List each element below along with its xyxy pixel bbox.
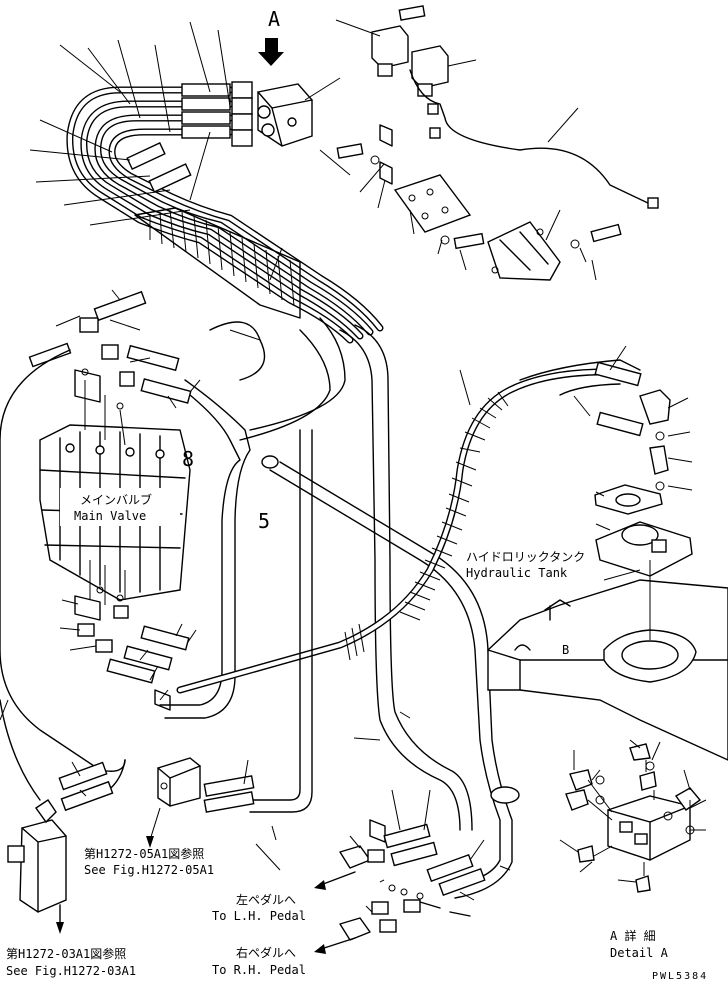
top-hose-bundle bbox=[66, 86, 384, 344]
hydraulic-tank-label-ja: ハイドロリックタンク bbox=[466, 550, 585, 564]
main-valve bbox=[39, 424, 191, 601]
top-fittings bbox=[126, 81, 253, 193]
lh-pedal-en: To L.H. Pedal bbox=[212, 909, 306, 923]
solenoid-valves bbox=[371, 5, 659, 209]
drawing-code: PWL5384 bbox=[652, 971, 708, 982]
callout-leaders bbox=[0, 19, 707, 913]
main-valve-label-ja: メインバルブ bbox=[80, 492, 152, 507]
detail-a-label-en: Detail A bbox=[610, 946, 669, 960]
detail-a-block bbox=[565, 743, 702, 893]
view-marker-a: A bbox=[258, 7, 284, 66]
ref-05a1-ja: 第H1272-05A1図参照 bbox=[84, 846, 204, 861]
hydraulic-tank-label-en: Hydraulic Tank bbox=[466, 566, 568, 580]
hydraulic-tank: B bbox=[487, 361, 728, 761]
pedal-fittings bbox=[314, 819, 486, 954]
part-number-8: 8 bbox=[182, 447, 194, 471]
view-arrow-icon bbox=[258, 38, 284, 66]
lh-pedal-ja: 左ペダルへ bbox=[236, 892, 296, 907]
main-valve-fittings bbox=[28, 290, 192, 711]
detail-a-label-ja: A 詳 細 bbox=[610, 928, 656, 943]
top-valve-block bbox=[257, 83, 313, 147]
ref-03a1-en: See Fig.H1272-03A1 bbox=[6, 964, 136, 978]
mounting-bracket bbox=[336, 124, 622, 281]
ref-05a1-en: See Fig.H1272-05A1 bbox=[84, 863, 214, 877]
ref-03a1-ja: 第H1272-03A1図参照 bbox=[6, 946, 126, 961]
main-piping bbox=[0, 317, 641, 899]
tank-mark: B bbox=[562, 643, 569, 657]
main-valve-label-en: Main Valve bbox=[74, 509, 146, 523]
side-block bbox=[146, 757, 255, 848]
rh-pedal-en: To R.H. Pedal bbox=[212, 963, 306, 977]
view-marker-letter: A bbox=[268, 7, 280, 31]
rh-pedal-ja: 右ペダルへ bbox=[236, 945, 296, 960]
pilot-pump bbox=[7, 761, 114, 934]
part-number-5: 5 bbox=[258, 509, 270, 533]
